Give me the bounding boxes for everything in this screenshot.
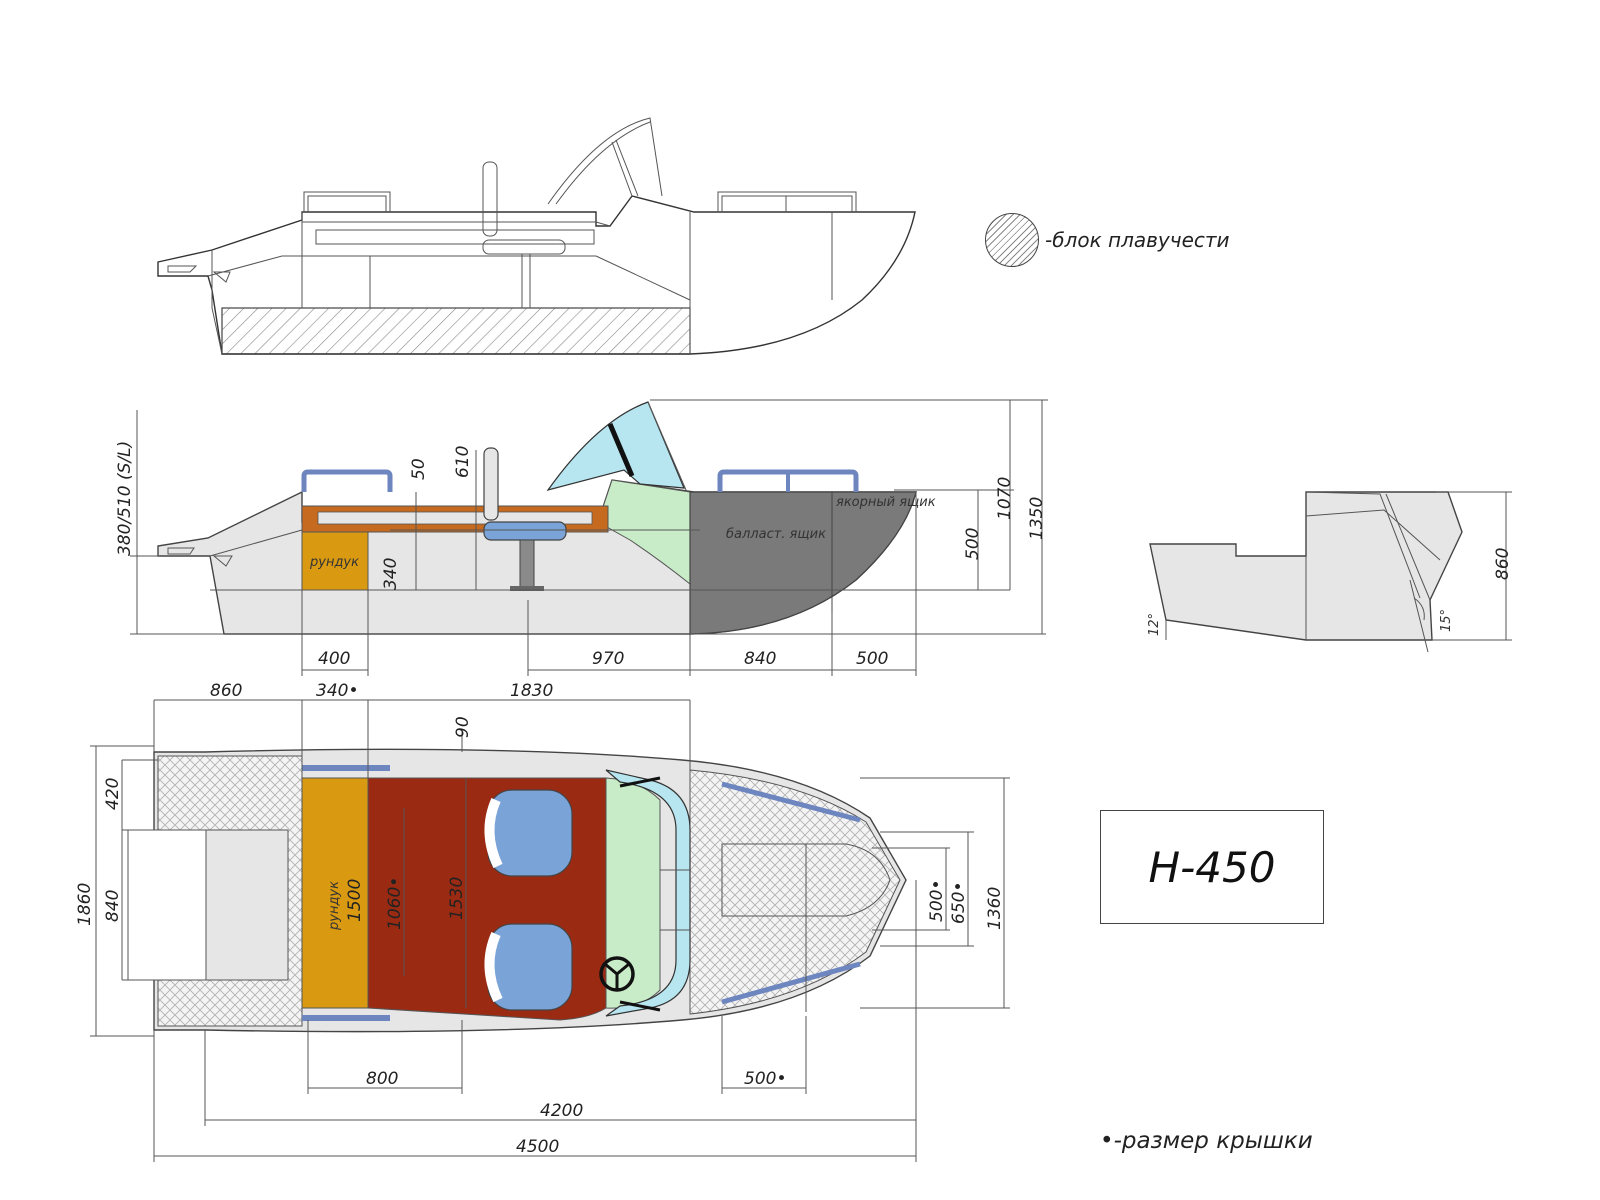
side-outline-view — [157, 117, 916, 355]
angle-12: 12° — [1147, 613, 1162, 636]
dim-1530: 1530 — [447, 877, 467, 920]
dim-340: 340 — [381, 558, 401, 590]
plan-view: 860 340• 1830 90 420 840 1860 рундук 150… — [75, 681, 1010, 1162]
dim-420: 420 — [103, 778, 123, 810]
anchor-box-label: якорный ящик — [836, 495, 936, 510]
hatch-swatch-icon — [985, 213, 1039, 267]
locker-label: рундук — [309, 555, 359, 570]
dim-1830: 1830 — [510, 681, 553, 701]
legend-text: -блок плавучести — [1045, 228, 1230, 252]
model-name: H-450 — [1148, 842, 1276, 892]
dim-860-plan: 860 — [210, 681, 242, 701]
dim-840: 840 — [744, 649, 776, 669]
dim-840-plan: 840 — [103, 890, 123, 922]
dim-1360: 1360 — [985, 887, 1005, 930]
dim-500-h: 500 — [963, 528, 983, 560]
dim-500-plan-w: 500• — [744, 1069, 786, 1089]
dim-4200: 4200 — [540, 1101, 583, 1121]
dim-500-plan-h: 500• — [927, 880, 947, 922]
dim-90: 90 — [453, 716, 473, 738]
dim-800: 800 — [366, 1069, 398, 1089]
angle-15: 15° — [1439, 609, 1454, 632]
dim-1350: 1350 — [1027, 497, 1047, 540]
dim-970: 970 — [592, 649, 624, 669]
dim-4500: 4500 — [516, 1137, 559, 1157]
transom-section-view: 860 12° 15° — [1147, 491, 1513, 653]
dim-650: 650• — [949, 882, 969, 924]
buoyancy-legend: -блок плавучести — [985, 212, 1230, 268]
ballast-tank-label: балласт. ящик — [726, 527, 826, 542]
dim-50: 50 — [409, 458, 429, 480]
dim-860-transom: 860 — [1493, 548, 1513, 580]
dim-380-510: 380/510 (S/L) — [115, 441, 135, 556]
dim-340-plan: 340• — [316, 681, 358, 701]
side-colored-view: рундук балласт. ящик якорный ящик — [115, 399, 1048, 676]
dim-1860: 1860 — [75, 883, 95, 926]
dim-610: 610 — [453, 446, 473, 478]
dim-1500: 1500 — [345, 879, 365, 922]
dim-500-w: 500 — [856, 649, 888, 669]
lid-size-footnote: •-размер крышки — [1100, 1128, 1313, 1154]
locker-plan-label: рундук — [327, 881, 342, 931]
model-title-box: H-450 — [1100, 810, 1324, 924]
dim-1060: 1060• — [385, 877, 405, 930]
dim-400: 400 — [318, 649, 350, 669]
dim-1070: 1070 — [995, 477, 1015, 520]
